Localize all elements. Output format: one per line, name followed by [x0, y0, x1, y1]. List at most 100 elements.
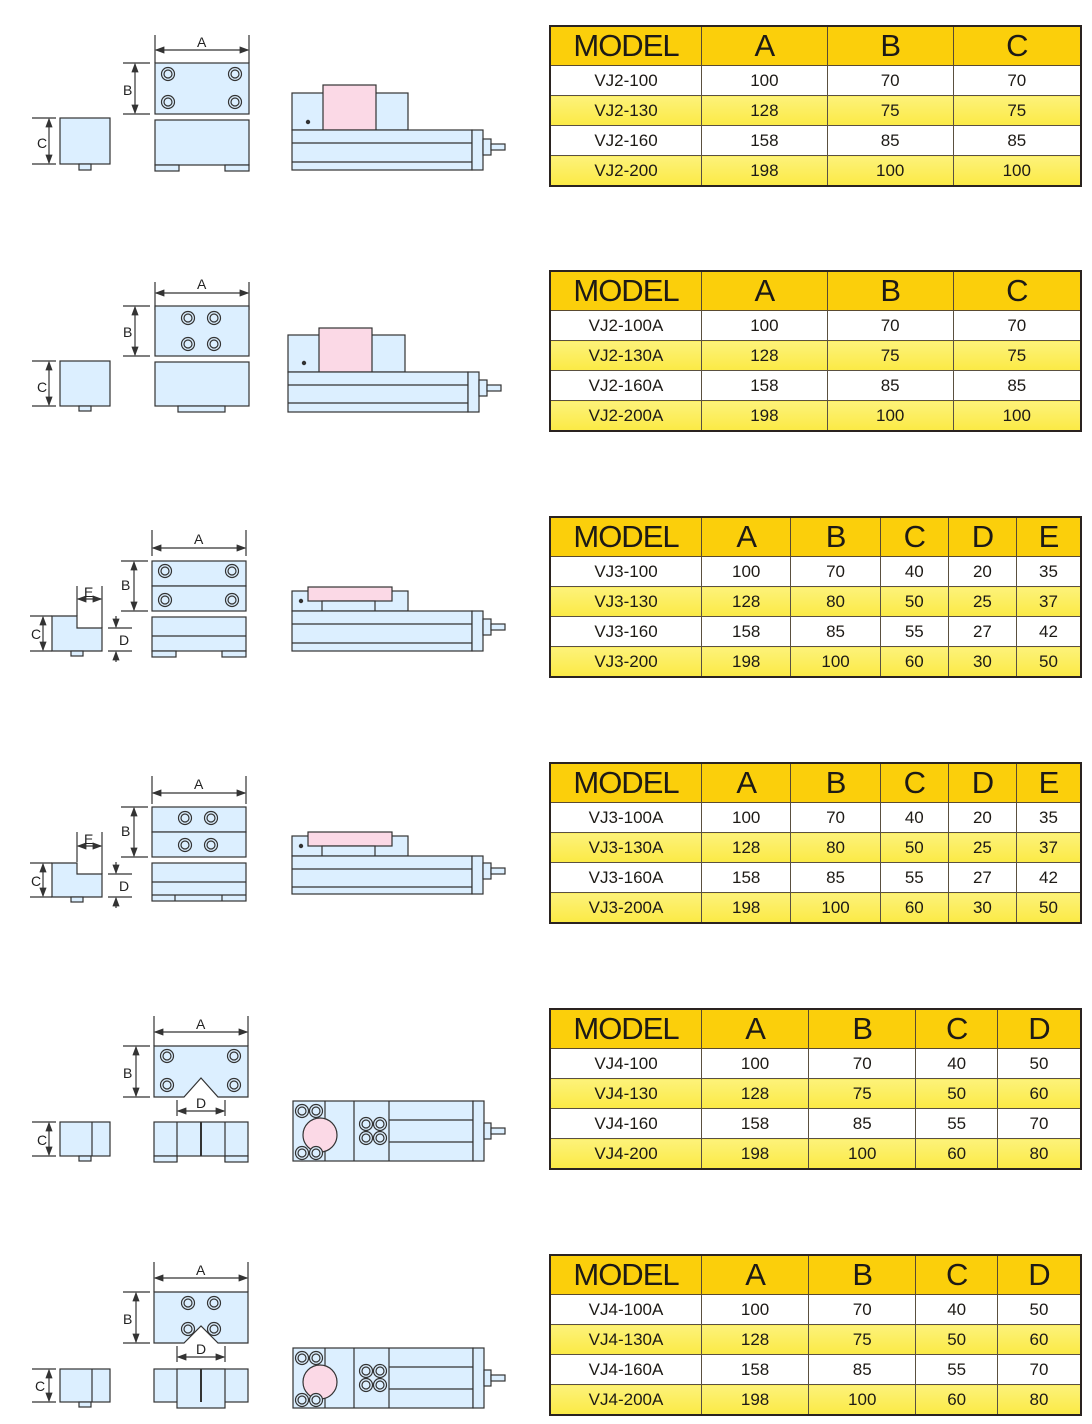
cell-model: VJ2-160 — [549, 125, 702, 156]
cell-a: 128 — [701, 340, 828, 371]
cell-e: 37 — [1016, 832, 1082, 863]
cell-e: 37 — [1016, 586, 1082, 617]
cell-e: 35 — [1016, 556, 1082, 587]
cell-a: 128 — [700, 1078, 810, 1109]
dim-label-a: A — [197, 34, 207, 50]
cell-model: VJ4-200 — [549, 1138, 702, 1170]
cell-c: 60 — [879, 646, 949, 678]
cell-model: VJ3-160A — [549, 862, 702, 893]
col-header-d: D — [996, 1254, 1082, 1295]
dim-label-c: C — [37, 135, 47, 151]
col-header-model: MODEL — [549, 25, 702, 66]
cell-c: 40 — [879, 556, 949, 587]
cell-d: 20 — [947, 802, 1018, 833]
table-header-row: MODEL A B C D — [549, 1254, 1082, 1295]
cell-d: 80 — [996, 1138, 1082, 1170]
col-header-c: C — [952, 25, 1082, 66]
dim-label-a: A — [197, 276, 207, 292]
cell-c: 60 — [879, 892, 949, 924]
col-header-c: C — [915, 1254, 998, 1295]
dim-label-a: A — [194, 776, 204, 792]
dim-label-d: D — [196, 1095, 206, 1111]
col-header-b: B — [808, 1008, 917, 1049]
col-header-b: B — [790, 762, 881, 803]
cell-a: 158 — [700, 1354, 810, 1385]
cell-model: VJ2-200A — [549, 400, 702, 432]
cell-model: VJ3-100A — [549, 802, 702, 833]
cell-model: VJ2-160A — [549, 370, 702, 401]
cell-b: 100 — [790, 646, 881, 678]
col-header-d: D — [996, 1008, 1082, 1049]
cell-c: 100 — [952, 155, 1082, 187]
cell-c: 85 — [952, 125, 1082, 156]
cell-model: VJ2-100A — [549, 310, 702, 341]
cell-c: 85 — [952, 370, 1082, 401]
cell-b: 80 — [790, 586, 881, 617]
table-header-row: MODEL A B C — [549, 270, 1082, 311]
cell-e: 50 — [1016, 892, 1082, 924]
cell-model: VJ3-160 — [549, 616, 702, 647]
dim-label-a: A — [196, 1262, 206, 1278]
cell-d: 25 — [947, 586, 1018, 617]
col-header-a: A — [700, 1008, 810, 1049]
cell-b: 80 — [790, 832, 881, 863]
cell-b: 75 — [808, 1324, 917, 1355]
dim-label-c: C — [37, 379, 47, 395]
cell-d: 30 — [947, 646, 1018, 678]
cell-b: 75 — [826, 95, 954, 126]
cell-a: 198 — [701, 155, 828, 187]
dim-label-c: C — [31, 873, 41, 889]
cell-model: VJ3-100 — [549, 556, 702, 587]
col-header-model: MODEL — [549, 516, 702, 557]
cell-d: 50 — [996, 1048, 1082, 1079]
cell-c: 40 — [879, 802, 949, 833]
cell-model: VJ4-100A — [549, 1294, 702, 1325]
table-header-row: MODEL A B C D E — [549, 762, 1082, 803]
col-header-a: A — [700, 1254, 810, 1295]
cell-e: 42 — [1016, 616, 1082, 647]
cell-c: 50 — [915, 1078, 998, 1109]
cell-a: 158 — [700, 862, 792, 893]
vj4-technical-drawing: A B D C — [20, 1008, 540, 1178]
cell-model: VJ2-130A — [549, 340, 702, 371]
cell-c: 75 — [952, 340, 1082, 371]
table-header-row: MODEL A B C D — [549, 1008, 1082, 1049]
cell-c: 50 — [915, 1324, 998, 1355]
col-header-b: B — [826, 25, 954, 66]
dim-label-b: B — [123, 324, 132, 340]
cell-model: VJ4-130 — [549, 1078, 702, 1109]
cell-d: 60 — [996, 1078, 1082, 1109]
cell-model: VJ2-130 — [549, 95, 702, 126]
cell-model: VJ3-200A — [549, 892, 702, 924]
cell-model: VJ4-200A — [549, 1384, 702, 1416]
cell-model: VJ4-100 — [549, 1048, 702, 1079]
cell-b: 70 — [790, 556, 881, 587]
cell-b: 85 — [826, 125, 954, 156]
dim-label-a: A — [194, 531, 204, 547]
col-header-model: MODEL — [549, 1008, 702, 1049]
cell-a: 198 — [700, 1138, 810, 1170]
dim-label-b: B — [123, 1065, 132, 1081]
dim-label-d: D — [119, 878, 129, 894]
col-header-b: B — [790, 516, 881, 557]
col-header-model: MODEL — [549, 270, 702, 311]
cell-model: VJ3-130 — [549, 586, 702, 617]
cell-a: 100 — [700, 556, 792, 587]
cell-model: VJ4-160 — [549, 1108, 702, 1139]
col-header-c: C — [879, 762, 949, 803]
vise-jaw-drawing-icon: A B C — [32, 276, 502, 413]
cell-c: 70 — [952, 310, 1082, 341]
